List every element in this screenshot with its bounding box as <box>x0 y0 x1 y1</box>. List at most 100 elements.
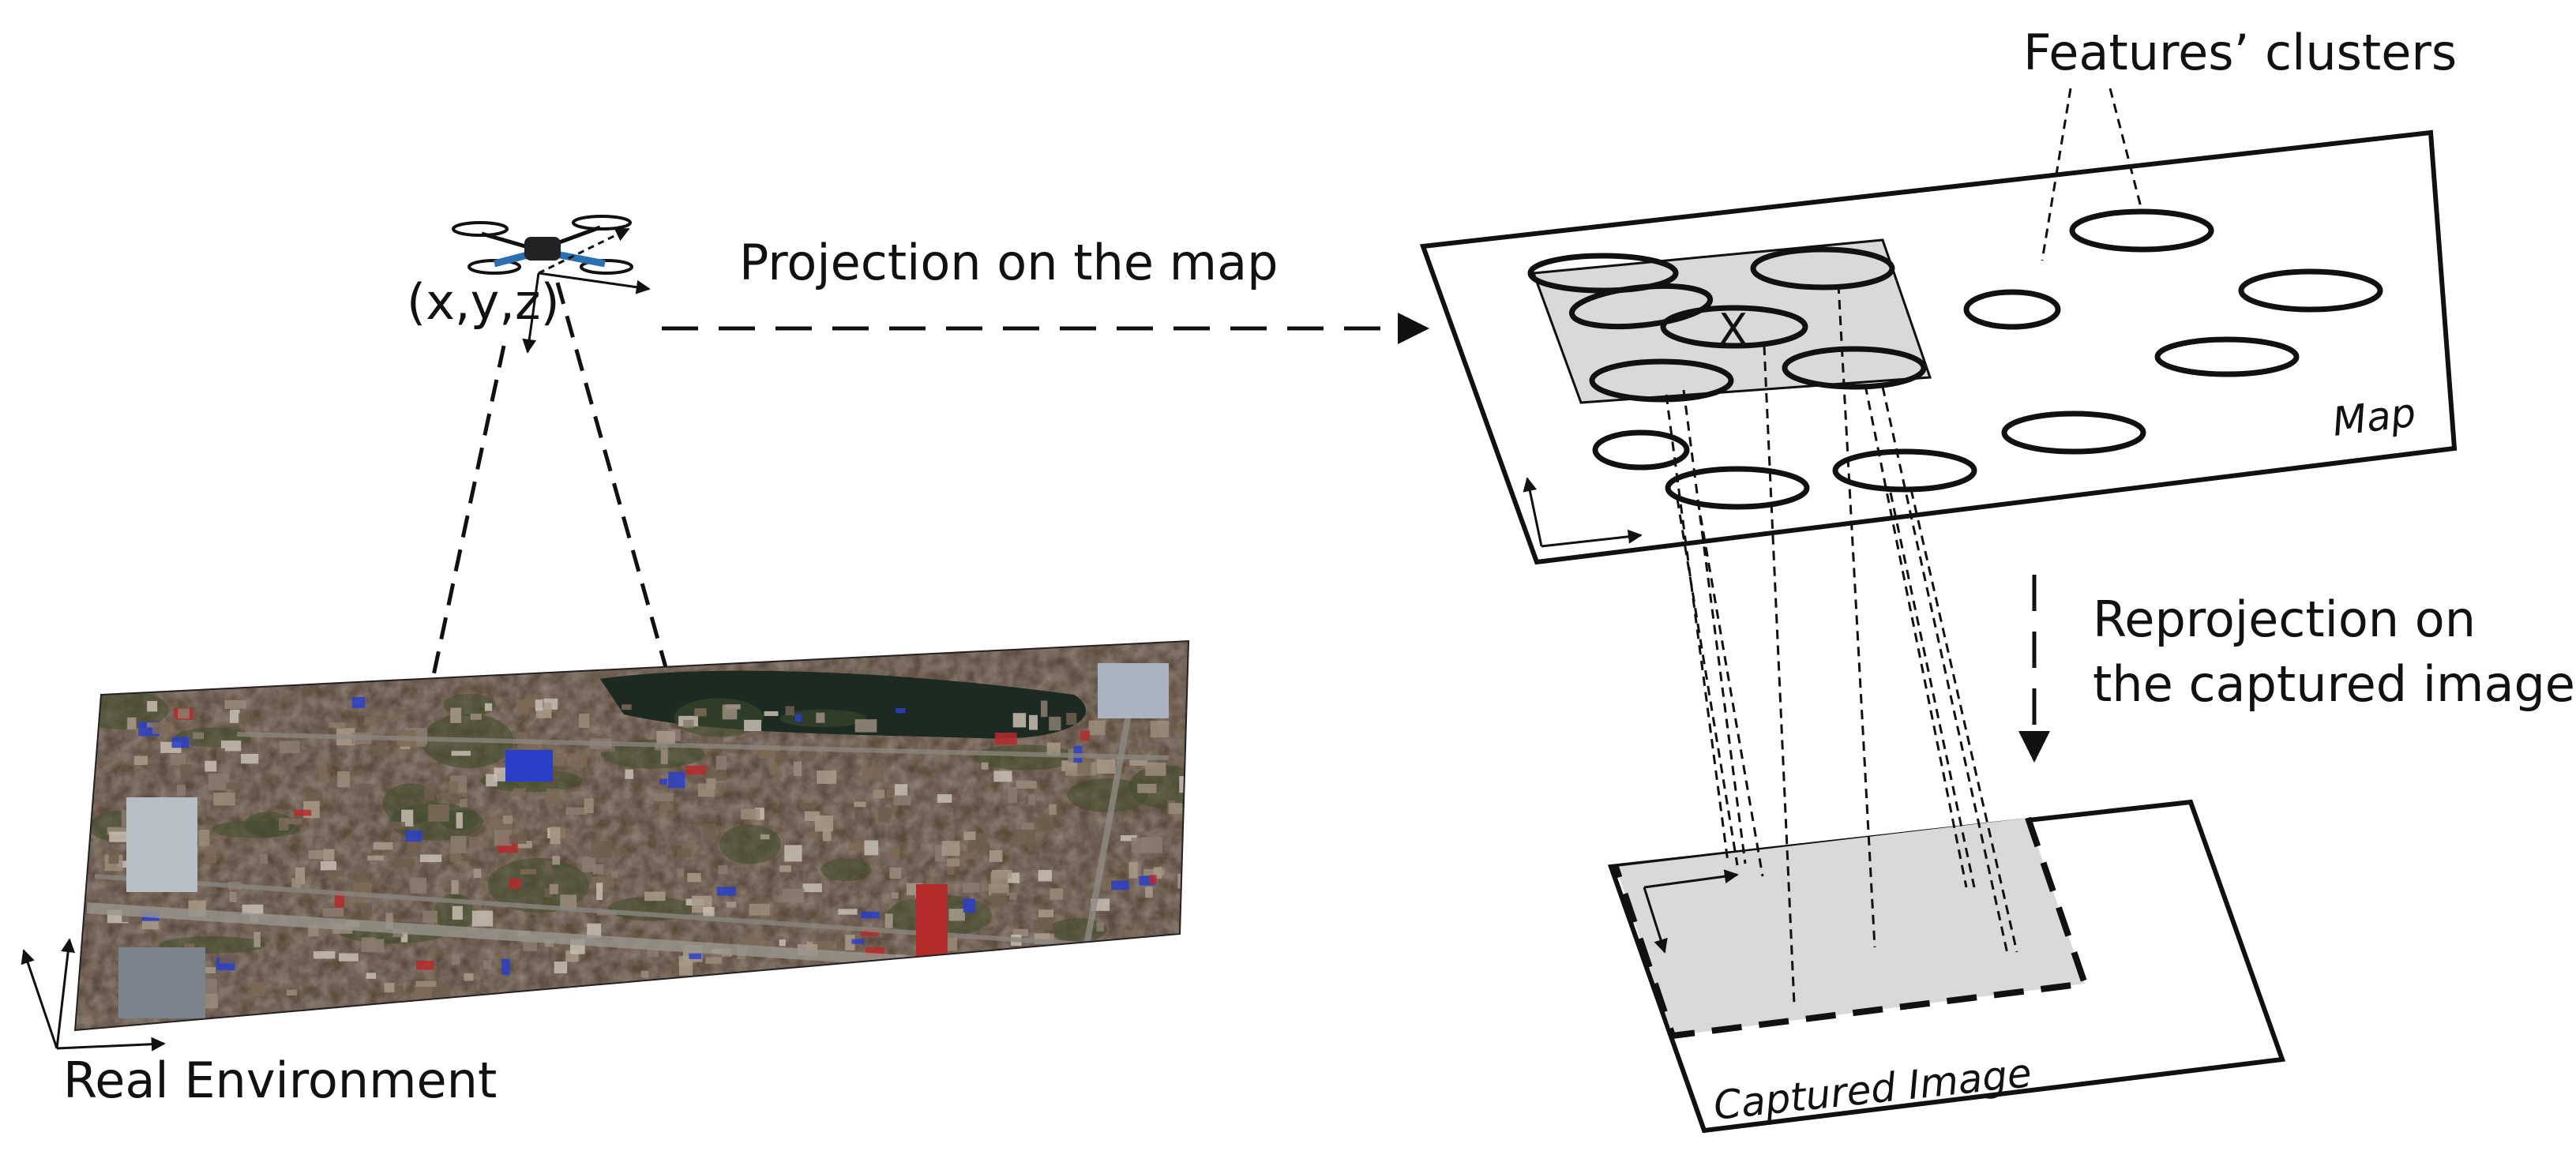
aerial-rooftop <box>419 854 442 863</box>
aerial-rooftop <box>220 740 242 752</box>
feature-cluster <box>1963 289 2061 330</box>
aerial-rooftop <box>484 703 493 711</box>
reprojection-line <box>1881 386 2009 954</box>
aerial-rooftop <box>558 991 571 1008</box>
aerial-building <box>505 750 553 782</box>
aerial-rooftop <box>427 804 449 822</box>
aerial-rooftop <box>587 923 602 938</box>
aerial-rooftop <box>716 887 736 896</box>
fov-line-left <box>430 345 506 680</box>
aerial-rooftop <box>1088 720 1106 736</box>
drone-axes <box>522 227 651 354</box>
aerial-rooftop <box>473 868 482 879</box>
aerial-rooftop <box>483 960 492 969</box>
aerial-rooftop <box>687 991 708 1004</box>
aerial-rooftop <box>372 744 386 756</box>
aerial-rooftop <box>1032 920 1053 931</box>
aerial-rooftop <box>141 920 160 930</box>
aerial-rooftop <box>554 940 561 947</box>
aerial-vegetation <box>719 824 781 864</box>
aerial-rooftop <box>242 904 264 915</box>
aerial-rooftop <box>1136 958 1147 969</box>
feature-cluster <box>1527 253 1679 294</box>
drone-body <box>524 237 561 261</box>
aerial-rooftop <box>1125 929 1140 937</box>
aerial-vegetation <box>820 858 872 882</box>
aerial-rooftop <box>864 840 879 856</box>
aerial-rooftop <box>683 719 694 728</box>
aerial-rooftop <box>1132 967 1154 983</box>
aerial-rooftop <box>748 935 760 947</box>
aerial-rooftop <box>656 730 675 744</box>
aerial-rooftop <box>415 960 434 970</box>
aerial-rooftop <box>414 984 432 999</box>
aerial-rooftop <box>494 767 507 782</box>
aerial-rooftop <box>450 707 462 723</box>
aerial-rooftop <box>764 710 779 716</box>
aerial-rooftop <box>1021 822 1040 832</box>
map-axes <box>1523 477 1643 548</box>
aerial-rooftop <box>689 953 702 959</box>
aerial-rooftop <box>610 871 618 879</box>
aerial-rooftop <box>644 891 666 902</box>
aerial-rooftop <box>294 809 312 816</box>
aerial-rooftop <box>109 831 131 842</box>
environment-axes <box>21 938 166 1052</box>
aerial-rooftop <box>817 770 837 784</box>
aerial-rooftop <box>625 769 633 779</box>
aerial-rooftop <box>1028 794 1035 805</box>
aerial-rooftop <box>881 939 891 946</box>
aerial-rooftop <box>862 767 881 778</box>
aerial-rooftop <box>1024 947 1045 963</box>
aerial-rooftop <box>329 722 345 728</box>
aerial-rooftop <box>896 707 906 714</box>
aerial-rooftop <box>960 853 975 859</box>
aerial-rooftop <box>208 773 230 790</box>
aerial-rooftop <box>525 698 544 708</box>
aerial-road <box>1079 710 1132 972</box>
aerial-rooftop <box>322 908 344 917</box>
aerial-rooftop <box>854 719 877 733</box>
aerial-rooftop <box>659 778 667 785</box>
aerial-rooftop <box>1126 947 1140 954</box>
aerial-rooftop <box>1023 970 1046 982</box>
aerial-rooftop <box>279 817 289 830</box>
aerial-rooftop <box>851 939 865 944</box>
aerial-rooftop <box>838 992 846 1005</box>
aerial-rooftop <box>472 904 482 909</box>
aerial-rooftop <box>373 842 393 850</box>
aerial-rooftop <box>1008 786 1018 803</box>
aerial-rooftop <box>816 712 825 723</box>
drone-axis-z <box>522 272 540 354</box>
drone-rotor-right-front <box>580 259 633 275</box>
aerial-rooftop <box>216 748 225 761</box>
aerial-rooftop <box>325 870 345 877</box>
aerial-rooftop <box>1066 713 1077 725</box>
aerial-rooftop <box>845 935 855 951</box>
aerial-rooftop <box>384 982 395 992</box>
aerial-rooftop <box>727 979 744 993</box>
aerial-road <box>94 874 1185 954</box>
aerial-rooftop <box>1137 783 1157 793</box>
feature-clusters <box>1527 208 2383 510</box>
aerial-rooftop <box>133 755 148 765</box>
aerial-rooftop <box>591 876 614 887</box>
aerial-rooftop <box>241 753 259 764</box>
aerial-rooftop <box>718 865 728 875</box>
aerial-rooftop <box>705 957 722 964</box>
reprojection-label-line1: Reprojection on <box>2093 590 2476 648</box>
aerial-rooftop <box>582 857 596 872</box>
aerial-rooftop <box>1016 781 1037 789</box>
aerial-rooftop <box>948 909 965 921</box>
aerial-rooftop <box>238 713 250 724</box>
aerial-rooftop <box>1012 713 1027 728</box>
aerial-rooftop <box>668 771 685 789</box>
aerial-rooftop <box>1148 954 1169 967</box>
aerial-rooftop <box>545 744 560 749</box>
aerial-rooftop <box>893 795 911 806</box>
aerial-rooftop <box>424 783 435 800</box>
aerial-vegetation <box>211 820 300 838</box>
aerial-rooftop <box>959 977 971 983</box>
aerial-rooftop <box>1022 950 1038 969</box>
